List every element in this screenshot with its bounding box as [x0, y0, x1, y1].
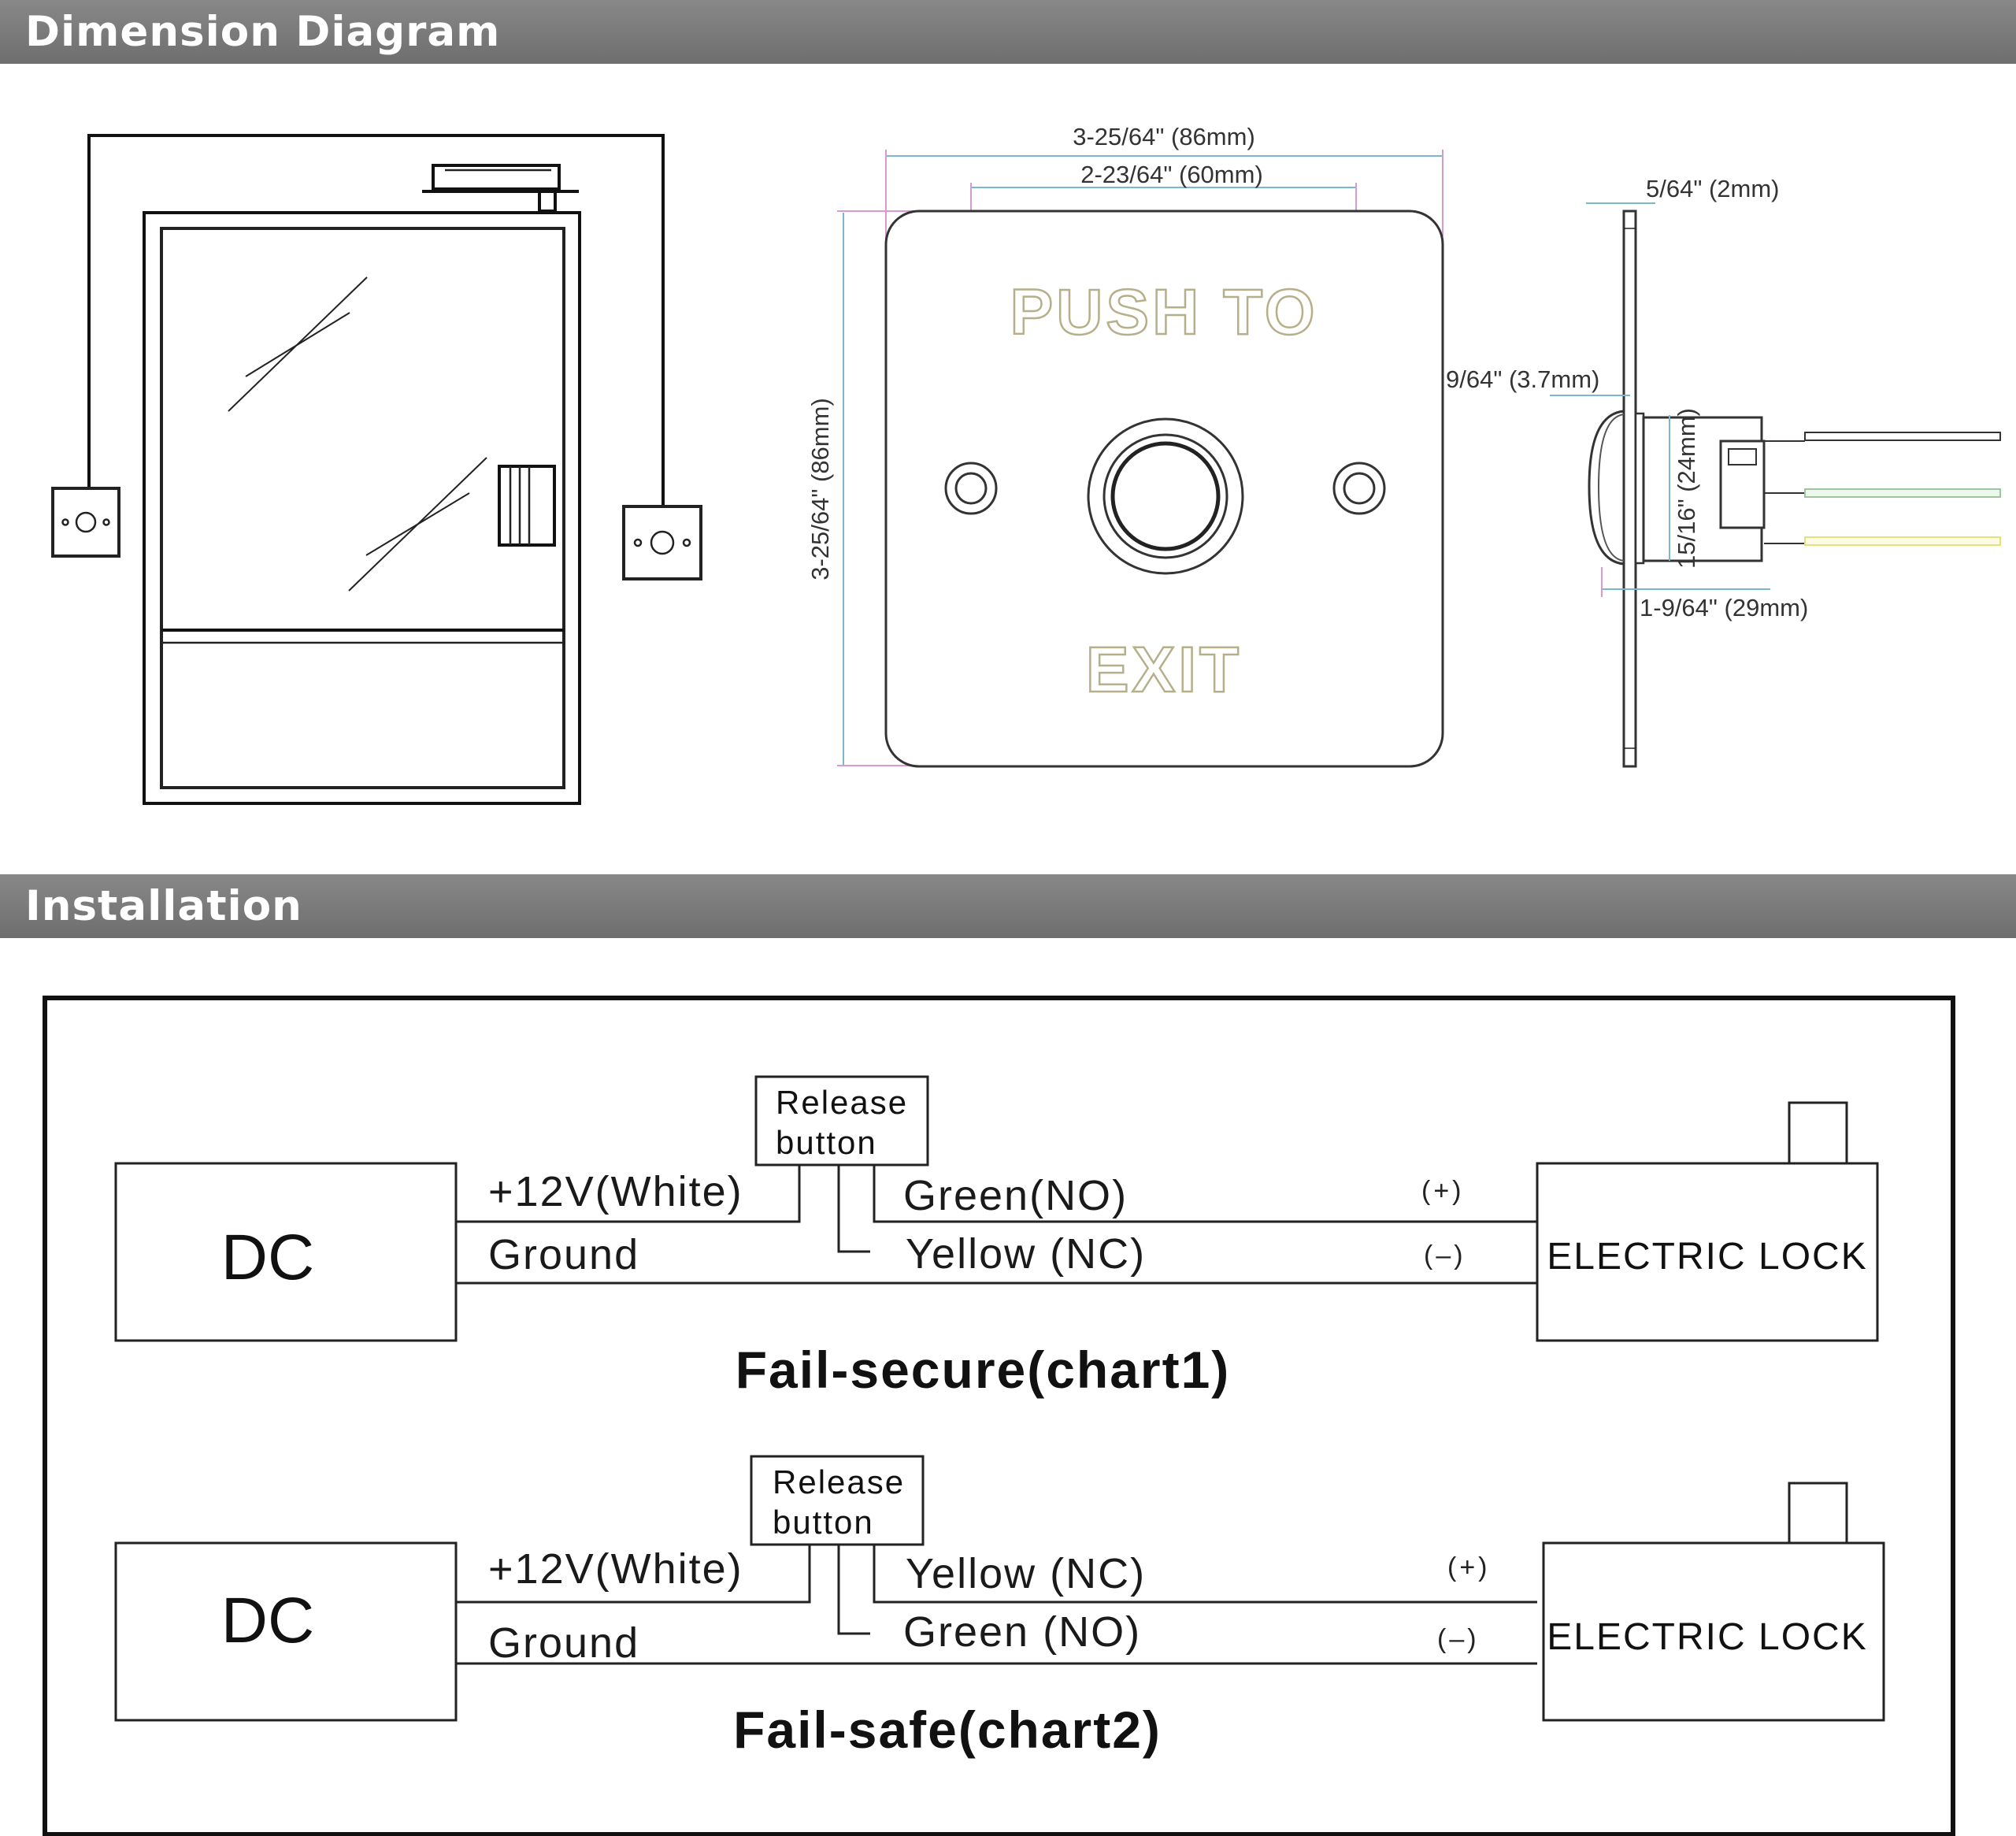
door-exit-button-right	[622, 505, 702, 580]
side-view-drawing: 5/64" (2mm) 9/64" (3.7mm) 15/16" (24mm) …	[1446, 175, 2001, 768]
section-title-installation: Installation	[25, 882, 302, 930]
wire-yellow-icon	[1764, 536, 2001, 546]
chart1-wiring: DC ELECTRIC LOCK Release button +12V(Whi…	[114, 1075, 1879, 1399]
chart2-release-button-box	[750, 1455, 925, 1546]
chart1-dc-label: DC	[221, 1222, 314, 1293]
front-plate	[884, 210, 1444, 768]
chart2-wire-upper: Yellow (NC)	[906, 1550, 1146, 1597]
chart2-wiring: DC ELECTRIC LOCK Release button +12V(Whi…	[114, 1455, 1885, 1759]
header-band-dimension: Dimension Diagram	[0, 0, 2016, 64]
chart1-button-line1: Release	[776, 1084, 908, 1121]
chart2-dc-box	[114, 1541, 458, 1722]
dim-hole-spacing: 2-23/64" (60mm)	[1080, 161, 1263, 188]
dim-overall-height: 3-25/64" (86mm)	[806, 398, 834, 580]
chart2-wire-ground: Ground	[488, 1619, 639, 1667]
header-band-installation: Installation	[0, 874, 2016, 938]
side-plate	[1622, 210, 1637, 768]
chart1-caption: Fail-secure(chart1)	[736, 1341, 1231, 1399]
chart2-wire-lower: Green (NO)	[903, 1608, 1141, 1656]
front-plate-drawing: 3-25/64" (86mm) 2-23/64" (60mm) 3-25/64"…	[806, 123, 1444, 768]
chart2-lock-box	[1542, 1541, 1885, 1722]
door-illustration	[51, 134, 702, 805]
door-lock-body	[498, 465, 556, 547]
chart2-caption: Fail-safe(chart2)	[733, 1701, 1162, 1759]
side-button-dome	[1588, 410, 1625, 566]
installation-frame	[43, 996, 1955, 1836]
chart2-button-line2: button	[773, 1504, 874, 1541]
chart2-polarity-plus: (+)	[1447, 1552, 1491, 1582]
chart1-button-line2: button	[776, 1124, 877, 1161]
chart1-wire-upper: Green(NO)	[903, 1172, 1128, 1219]
wire-green-icon	[1764, 488, 2001, 498]
plate-label-push-to: PUSH TO	[1010, 276, 1318, 348]
door-frame	[143, 211, 581, 805]
chart1-dc-box	[114, 1162, 458, 1342]
chart2-lock-label: ELECTRIC LOCK	[1547, 1616, 1867, 1658]
chart2-dc-label: DC	[221, 1585, 314, 1656]
dim-button-protrusion: 9/64" (3.7mm)	[1446, 365, 1599, 393]
chart1-wire-ground: Ground	[488, 1231, 639, 1278]
dim-body-depth: 1-9/64" (29mm)	[1640, 594, 1808, 621]
dim-overall-width: 3-25/64" (86mm)	[1073, 123, 1255, 150]
chart1-lock-label: ELECTRIC LOCK	[1547, 1236, 1867, 1278]
door-top-lock	[432, 164, 561, 191]
chart2-polarity-minus: (–)	[1437, 1624, 1480, 1654]
door-exit-button-left	[51, 487, 120, 558]
plate-label-exit: EXIT	[1086, 634, 1242, 706]
chart1-wire-lower: Yellow (NC)	[906, 1230, 1146, 1278]
chart1-polarity-plus: (+)	[1421, 1176, 1465, 1206]
dim-plate-thickness: 5/64" (2mm)	[1646, 175, 1780, 202]
chart1-wire-power: +12V(White)	[488, 1168, 743, 1215]
mounting-hole-left-icon	[944, 462, 998, 515]
chart2-button-line1: Release	[773, 1463, 905, 1500]
push-button-icon	[1087, 417, 1244, 575]
dim-button-diameter: 15/16" (24mm)	[1673, 408, 1700, 569]
door-wire-loop	[87, 134, 665, 506]
section-title-dimension: Dimension Diagram	[25, 8, 501, 56]
chart1-polarity-minus: (–)	[1424, 1241, 1466, 1270]
wire-white-icon	[1762, 432, 2001, 442]
chart1-release-button-box	[754, 1075, 929, 1167]
mounting-hole-right-icon	[1332, 462, 1386, 515]
chart1-lock-box	[1536, 1162, 1879, 1342]
chart2-wire-power: +12V(White)	[488, 1545, 743, 1593]
